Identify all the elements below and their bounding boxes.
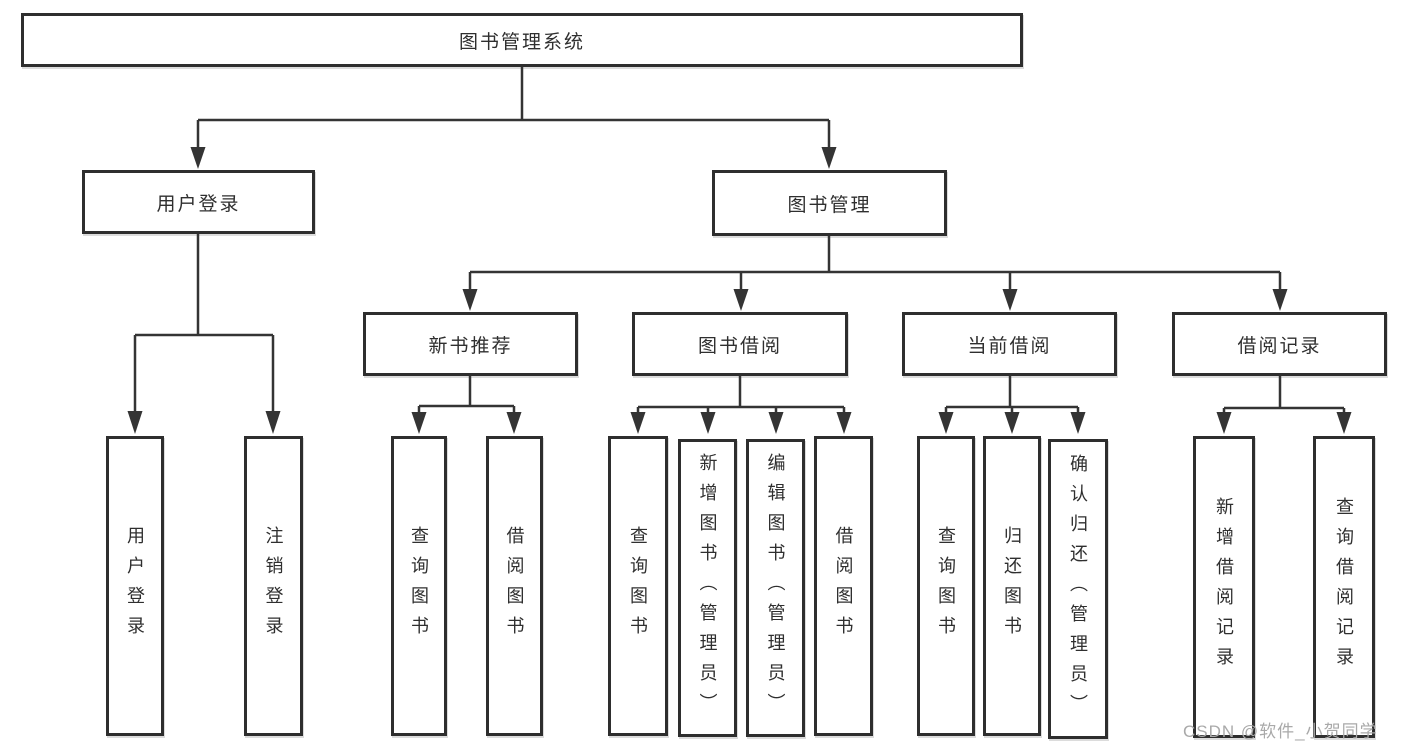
node-new-book-recommend: 新书推荐	[363, 312, 578, 376]
leaf-current-query-book: 查询图书	[917, 436, 975, 736]
leaf-query-borrow-record-label: 查询借阅记录	[1334, 497, 1354, 677]
leaf-return-book-label: 归还图书	[1002, 526, 1022, 646]
leaf-recommend-query-book-label: 查询图书	[409, 526, 429, 646]
node-book-borrow-label: 图书借阅	[697, 335, 782, 357]
leaf-add-book-admin: 新增图书（管理员）	[678, 439, 737, 737]
leaf-borrow-book-label: 借阅图书	[833, 526, 854, 646]
node-user-login: 用户登录	[82, 170, 315, 234]
leaf-recommend-query-book: 查询图书	[391, 436, 447, 736]
node-book-borrow: 图书借阅	[632, 312, 848, 376]
leaf-confirm-return-admin: 确认归还（管理员）	[1048, 439, 1108, 739]
leaf-current-query-book-label: 查询图书	[936, 526, 956, 646]
leaf-borrow-query-book: 查询图书	[608, 436, 668, 736]
node-current-borrow-label: 当前借阅	[967, 335, 1052, 357]
node-borrow-record-label: 借阅记录	[1237, 335, 1322, 357]
leaf-edit-book-admin: 编辑图书（管理员）	[746, 439, 805, 737]
leaf-borrow-book: 借阅图书	[814, 436, 873, 736]
leaf-edit-book-admin-label: 编辑图书（管理员）	[765, 453, 786, 723]
leaf-logout-label: 注销登录	[263, 526, 284, 646]
leaf-user-login-label: 用户登录	[125, 526, 145, 646]
node-new-book-recommend-label: 新书推荐	[428, 335, 513, 357]
node-user-login-label: 用户登录	[156, 193, 241, 215]
node-current-borrow: 当前借阅	[902, 312, 1117, 376]
leaf-user-login: 用户登录	[106, 436, 164, 736]
node-root-label: 图书管理系统	[458, 31, 585, 53]
leaf-return-book: 归还图书	[983, 436, 1041, 736]
leaf-logout: 注销登录	[244, 436, 303, 736]
arrowhead-icons	[127, 147, 1352, 434]
leaf-confirm-return-admin-label: 确认归还（管理员）	[1068, 454, 1088, 724]
node-borrow-record: 借阅记录	[1172, 312, 1387, 376]
leaf-add-book-admin-label: 新增图书（管理员）	[697, 453, 718, 723]
leaf-query-borrow-record: 查询借阅记录	[1313, 436, 1375, 738]
leaf-recommend-borrow-book-label: 借阅图书	[504, 526, 525, 646]
node-root: 图书管理系统	[21, 13, 1023, 67]
leaf-add-borrow-record: 新增借阅记录	[1193, 436, 1255, 738]
leaf-add-borrow-record-label: 新增借阅记录	[1214, 497, 1234, 677]
leaf-borrow-query-book-label: 查询图书	[628, 526, 648, 646]
leaf-recommend-borrow-book: 借阅图书	[486, 436, 543, 736]
node-book-management: 图书管理	[712, 170, 947, 236]
csdn-watermark: CSDN @软件_小贺同学	[1183, 722, 1378, 741]
node-book-management-label: 图书管理	[787, 194, 872, 216]
